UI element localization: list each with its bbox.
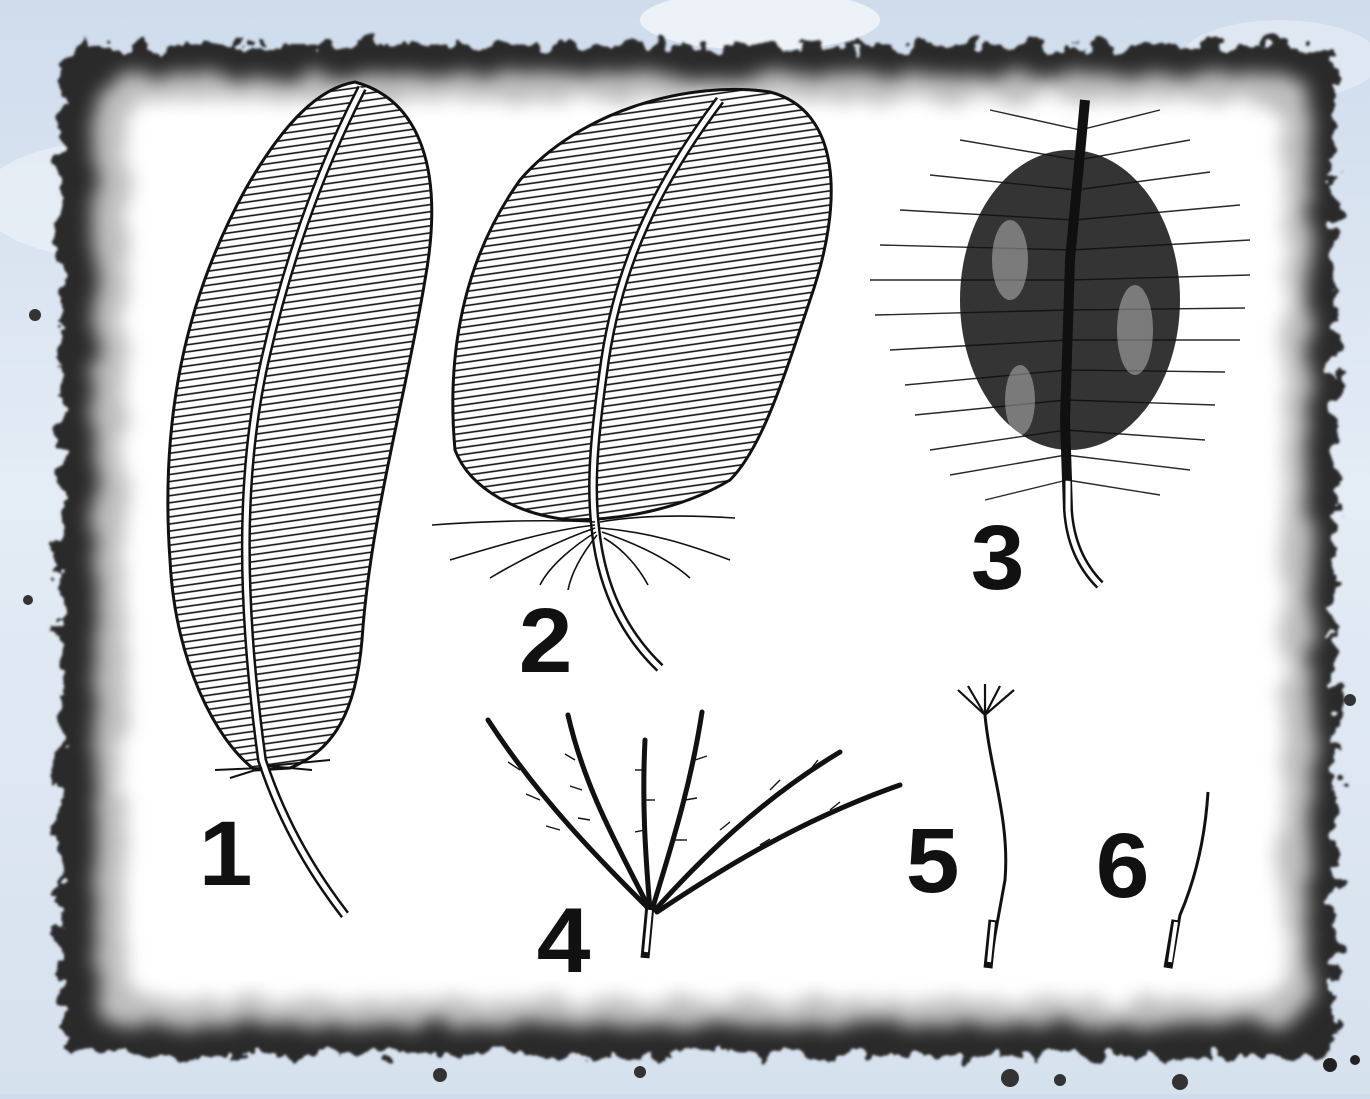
label-feather-3: 3 (971, 512, 1025, 604)
label-feather-2: 2 (519, 595, 573, 687)
label-feather-6: 6 (1096, 820, 1150, 912)
label-feather-5: 5 (906, 815, 960, 907)
label-feather-1: 1 (199, 808, 253, 900)
label-feather-4: 4 (537, 895, 591, 987)
